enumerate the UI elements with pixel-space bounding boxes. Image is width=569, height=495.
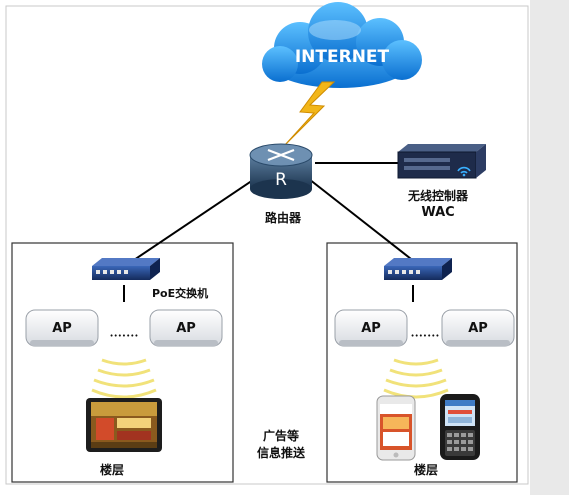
router-to-right-switch-line bbox=[299, 171, 421, 267]
right-building-box bbox=[326, 242, 518, 483]
left-floor-label: 楼层 bbox=[100, 462, 124, 477]
tablet-icon bbox=[86, 398, 162, 452]
internet-cloud-icon bbox=[262, 2, 422, 88]
poe-switch-label: PoE交换机 bbox=[152, 286, 208, 300]
push-label-line2: 信息推送 bbox=[257, 445, 306, 460]
lightning-bolt-icon bbox=[283, 81, 336, 147]
router-to-left-switch-line bbox=[124, 177, 257, 267]
left-building-box bbox=[11, 242, 234, 483]
blackberry-phone-icon bbox=[440, 394, 480, 460]
left-ap2-icon bbox=[149, 309, 223, 347]
wac-controller-icon bbox=[397, 144, 486, 179]
right-ap2-icon bbox=[441, 309, 515, 347]
wac-label-line1: 无线控制器 bbox=[407, 188, 469, 203]
left-poe-switch-icon bbox=[92, 258, 160, 280]
right-poe-switch-icon bbox=[384, 258, 452, 280]
outer-frame bbox=[5, 5, 529, 485]
left-wifi-signal-icon bbox=[91, 358, 157, 399]
right-ap2-label: AP bbox=[468, 321, 488, 336]
router-letter: R bbox=[275, 170, 287, 190]
wac-label-line2: WAC bbox=[421, 205, 454, 220]
right-margin-strip bbox=[530, 0, 569, 495]
left-ap1-icon bbox=[25, 309, 99, 347]
right-wifi-signal-icon bbox=[383, 358, 449, 399]
right-ap-dots: ••••••• bbox=[411, 332, 440, 340]
left-ap2-label: AP bbox=[176, 321, 196, 336]
smartphone-icon bbox=[376, 395, 416, 461]
router-label: 路由器 bbox=[265, 210, 302, 225]
right-floor-label: 楼层 bbox=[414, 462, 438, 477]
right-ap1-label: AP bbox=[361, 321, 381, 336]
internet-label: INTERNET bbox=[295, 47, 390, 67]
push-label-line1: 广告等 bbox=[263, 428, 299, 443]
router-icon bbox=[249, 143, 313, 199]
left-ap1-label: AP bbox=[52, 321, 72, 336]
right-ap1-icon bbox=[334, 309, 408, 347]
left-ap-dots: ••••••• bbox=[110, 332, 139, 340]
